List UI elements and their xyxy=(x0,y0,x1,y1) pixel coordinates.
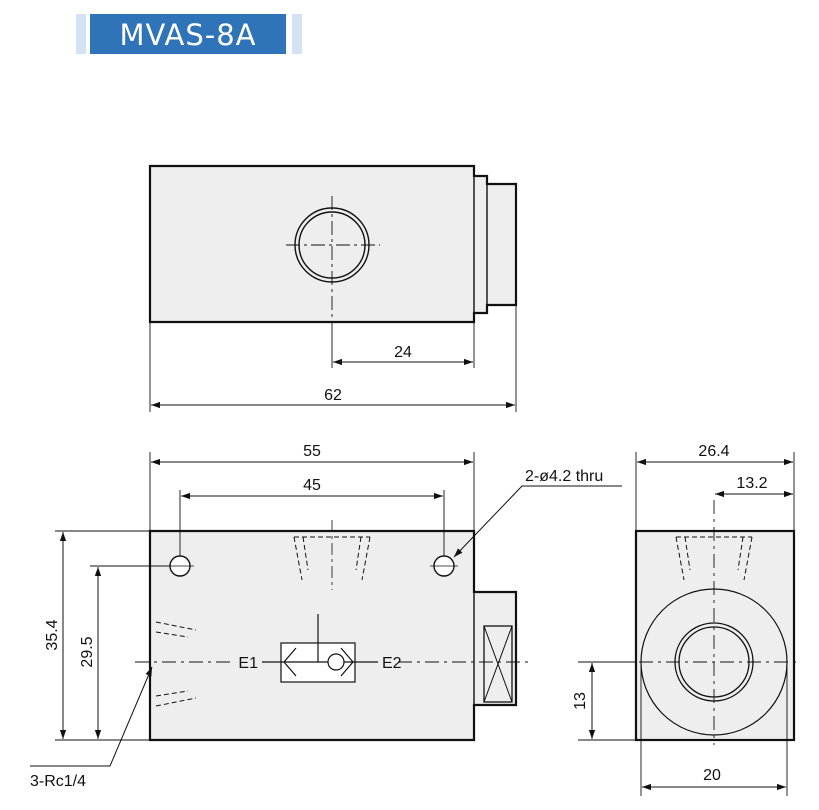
dim-label-29-5: 29.5 xyxy=(79,636,96,667)
dim-label-24: 24 xyxy=(394,344,412,361)
front-view xyxy=(30,452,622,767)
port-note-leader xyxy=(30,666,153,767)
symbol-seat-left xyxy=(283,647,297,677)
symbol-ball xyxy=(327,653,345,671)
hidden-port-line xyxy=(361,536,371,581)
port-label-e2: E2 xyxy=(382,655,402,672)
model-title-banner: MVAS-8A xyxy=(76,14,302,54)
dim-label-35-4: 35.4 xyxy=(44,619,61,650)
hidden-port-line xyxy=(293,536,303,581)
dim-label-20: 20 xyxy=(703,767,721,784)
hole-note: 2-ø4.2 thru xyxy=(525,468,603,485)
hole-note-leader xyxy=(453,485,622,558)
hidden-port-line xyxy=(355,536,362,571)
hidden-port-line xyxy=(155,697,197,707)
dim-label-55: 55 xyxy=(303,443,321,460)
model-title: MVAS-8A xyxy=(119,18,257,52)
hidden-port-line xyxy=(155,631,189,638)
top-view-body-outline xyxy=(148,164,518,324)
title-background xyxy=(90,14,286,54)
dim-label-45: 45 xyxy=(303,477,321,494)
right-port-cross xyxy=(483,625,513,703)
title-left-edge xyxy=(76,14,86,54)
hidden-port-line xyxy=(675,536,685,581)
hidden-port-line xyxy=(737,536,744,571)
hidden-port-line xyxy=(155,621,197,631)
right-port-box xyxy=(483,625,513,703)
side-view xyxy=(578,452,800,796)
port-note: 3-Rc1/4 xyxy=(30,773,86,790)
front-view-body-outline xyxy=(148,529,518,742)
hidden-port-line xyxy=(684,536,691,571)
dim-label-26-4: 26.4 xyxy=(698,443,729,460)
dim-label-62: 62 xyxy=(324,387,342,404)
title-right-edge xyxy=(292,14,302,54)
hidden-port-line xyxy=(743,536,753,581)
dim-label-13: 13 xyxy=(572,692,589,710)
symbol-seat-right xyxy=(340,647,354,677)
hidden-port-line xyxy=(155,690,189,697)
port-label-e1: E1 xyxy=(238,655,258,672)
hidden-port-line xyxy=(302,536,309,571)
side-view-body-outline xyxy=(634,529,796,742)
dim-label-13-2: 13.2 xyxy=(736,475,767,492)
top-view xyxy=(148,164,518,412)
